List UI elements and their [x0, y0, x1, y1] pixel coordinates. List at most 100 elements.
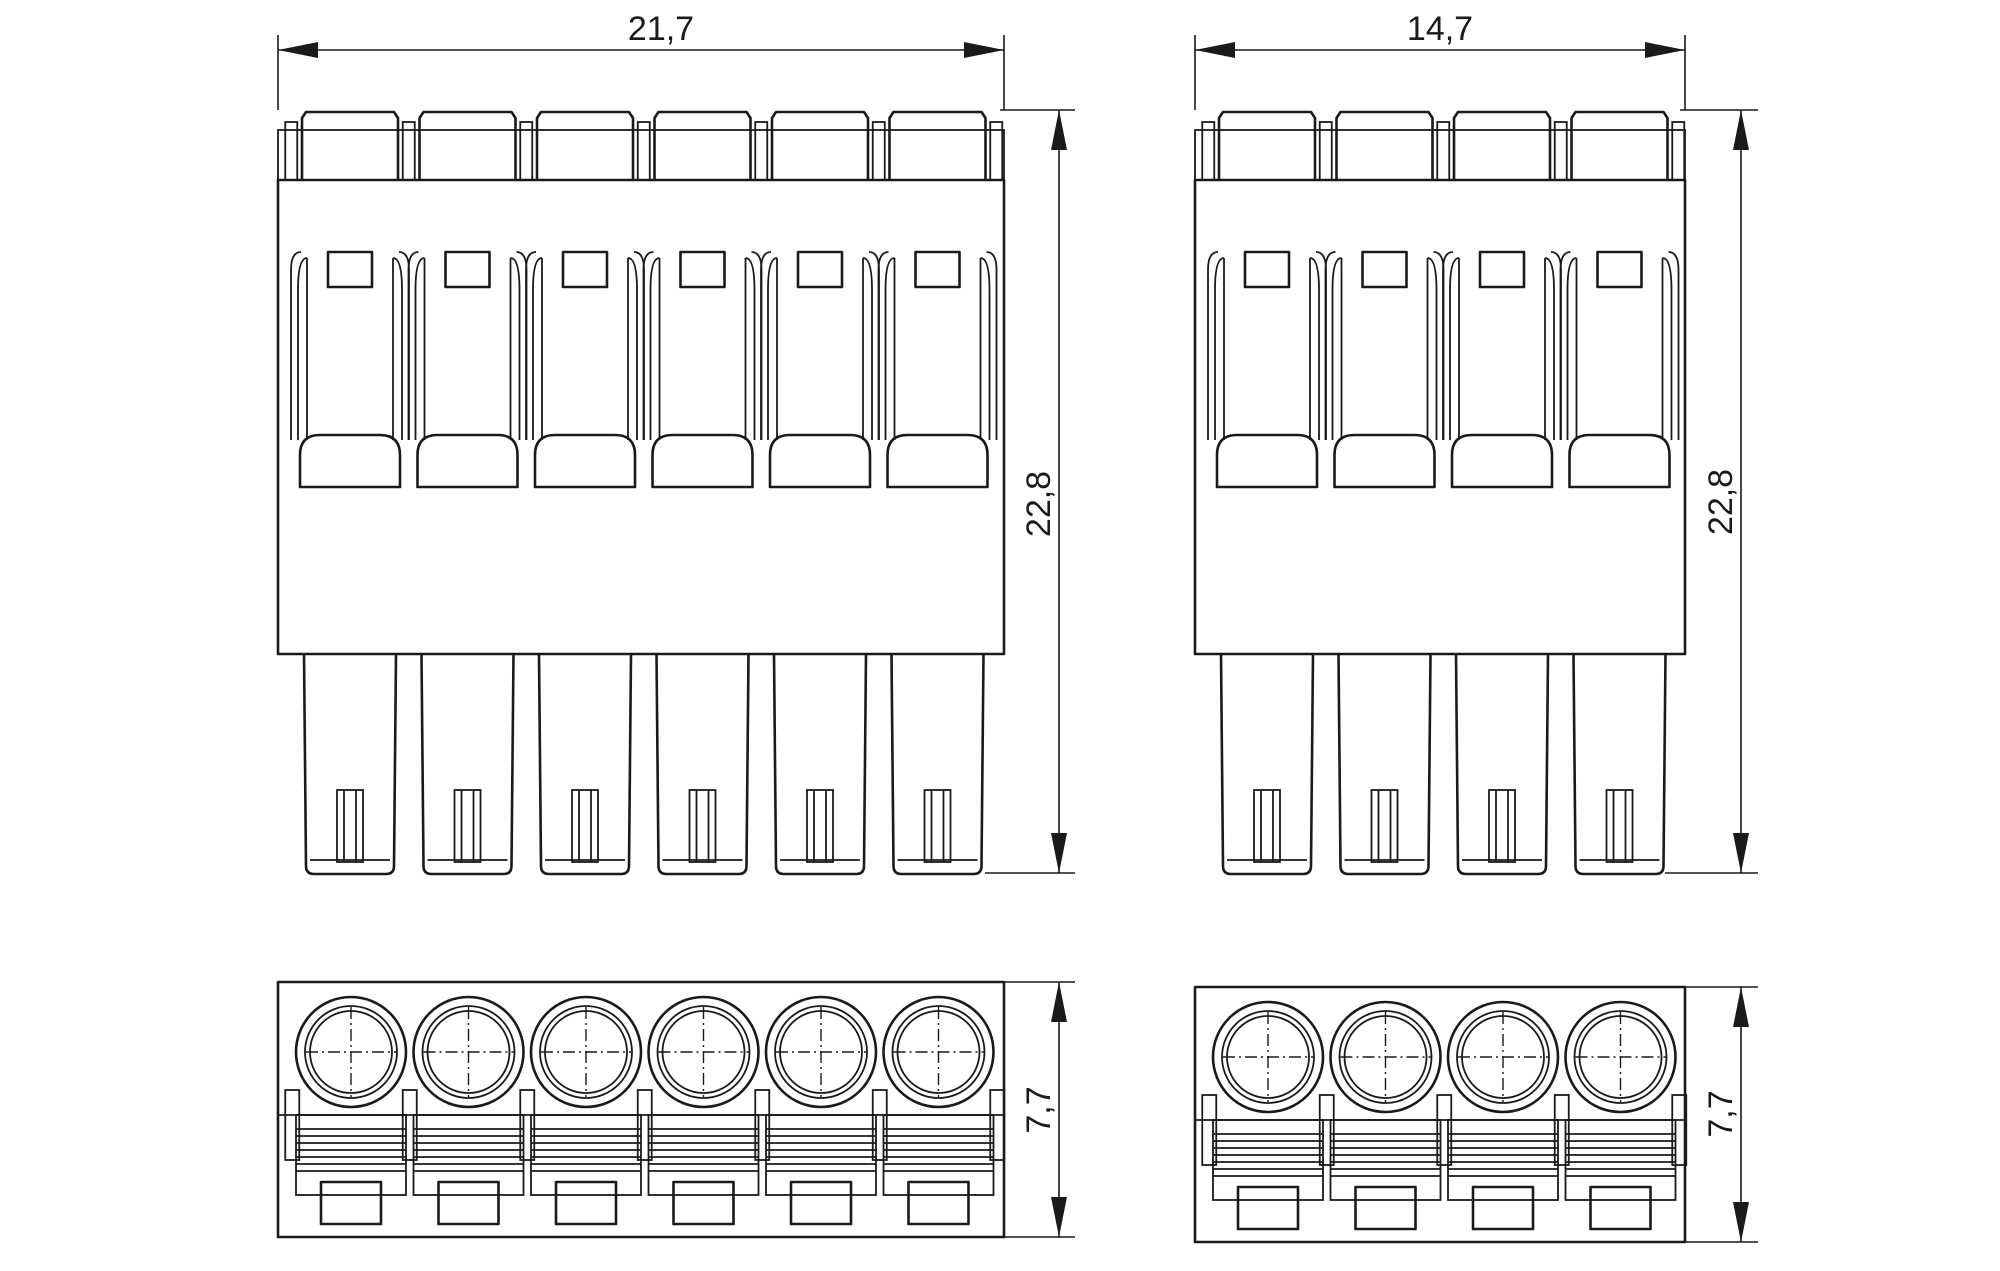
- actuator-pad: [768, 433, 872, 489]
- pole-separator: [401, 1089, 418, 1161]
- pole-separator: [1201, 1094, 1218, 1166]
- slot-wall: [1442, 251, 1562, 440]
- pole-separator: [284, 1089, 301, 1161]
- button-spacer: [1553, 121, 1568, 181]
- latch-window: [1243, 250, 1291, 289]
- actuator-pad: [298, 433, 402, 489]
- wire-entry-inner: [774, 1005, 868, 1099]
- release-button: [1452, 110, 1552, 180]
- wire-entry-outer: [1211, 1000, 1325, 1114]
- pin-slot: [571, 789, 599, 863]
- button-spacer: [871, 121, 886, 181]
- pin-leg: [1454, 653, 1550, 876]
- slot-inner-wall: [532, 257, 638, 440]
- slot-wall: [525, 251, 645, 440]
- wire-entry-outer: [764, 995, 878, 1109]
- bottom-tab: [907, 1180, 970, 1226]
- slot-wall: [1207, 251, 1327, 440]
- pin-slot: [1488, 789, 1516, 863]
- actuator-pad: [886, 433, 989, 489]
- wire-entry-outer: [882, 995, 995, 1109]
- release-button: [535, 110, 635, 180]
- bottom-tab: [789, 1180, 853, 1226]
- wire-entry-outer: [1329, 1000, 1442, 1114]
- six-pole-width-label: 21,7: [628, 10, 694, 48]
- release-button: [1570, 110, 1669, 180]
- actuator-pad: [651, 433, 754, 489]
- button-spacer: [754, 121, 769, 181]
- wire-entry-inner: [304, 1005, 398, 1099]
- slot-inner-wall: [1214, 257, 1320, 440]
- pin-slot: [923, 789, 952, 863]
- pin-leg: [655, 653, 750, 876]
- pole-separator: [1318, 1094, 1335, 1166]
- slot-wall: [760, 251, 880, 440]
- latch-window: [1596, 250, 1643, 289]
- button-spacer: [401, 121, 416, 181]
- pole-separator: [519, 1089, 536, 1161]
- wire-entry-inner: [1573, 1010, 1668, 1104]
- latch-window: [444, 250, 491, 289]
- six-pole-height-dimension: 22,8: [985, 109, 1075, 874]
- wire-entry-outer: [647, 995, 760, 1109]
- actuator-pad: [1568, 433, 1671, 489]
- release-button: [1335, 110, 1434, 180]
- slot-wall: [1559, 251, 1680, 440]
- six-pole-depth-dimension: 7,7: [1004, 981, 1075, 1238]
- latch-window: [914, 250, 961, 289]
- four-pole-width-dimension: 14,7: [1194, 10, 1686, 110]
- pole-separator: [871, 1089, 888, 1161]
- pin-slot: [1253, 789, 1281, 863]
- top-rail: [1194, 129, 1686, 181]
- actuator-pad: [533, 433, 637, 489]
- slot-inner-wall: [1566, 257, 1673, 440]
- pole-separator: [1553, 1094, 1570, 1166]
- actuator-pad: [1450, 433, 1554, 489]
- latch-window: [326, 250, 374, 289]
- four-pole-width-label: 14,7: [1407, 10, 1473, 48]
- button-spacer: [1436, 121, 1451, 181]
- release-button: [770, 110, 870, 180]
- wire-entry-outer: [529, 995, 643, 1109]
- slot-inner-wall: [884, 257, 991, 440]
- pin-leg: [1337, 653, 1432, 876]
- wire-entry-inner: [539, 1005, 633, 1099]
- slot-inner-wall: [1331, 257, 1438, 440]
- pole-separator: [989, 1089, 1006, 1161]
- release-button: [300, 110, 400, 180]
- pin-slot: [453, 789, 482, 863]
- actuator-pad: [416, 433, 519, 489]
- pin-leg: [890, 653, 985, 876]
- slot-wall: [642, 251, 763, 440]
- six-pole-width-dimension: 21,7: [277, 10, 1005, 110]
- pin-leg: [302, 653, 398, 876]
- wire-entry-inner: [656, 1005, 751, 1099]
- pole-separator: [1671, 1094, 1688, 1166]
- button-spacer: [636, 121, 651, 181]
- button-spacer: [1671, 121, 1686, 181]
- pin-slot: [1605, 789, 1634, 863]
- wire-entry-outer: [294, 995, 408, 1109]
- four-pole-front-view: [1193, 110, 1687, 876]
- pole-separator: [1436, 1094, 1453, 1166]
- four-pole-height-dimension: 22,8: [1665, 109, 1758, 874]
- six-pole-front-view: [276, 110, 1006, 876]
- wire-entry-outer: [412, 995, 525, 1109]
- wire-entry-inner: [1338, 1010, 1433, 1104]
- wire-entry-inner: [1221, 1010, 1315, 1104]
- pin-slot: [806, 789, 834, 863]
- wire-entry-outer: [1446, 1000, 1560, 1114]
- bottom-tab: [319, 1180, 383, 1226]
- wire-entry-inner: [421, 1005, 516, 1099]
- bottom-tab: [1471, 1185, 1535, 1231]
- slot-inner-wall: [767, 257, 873, 440]
- slot-wall: [1324, 251, 1445, 440]
- bottom-tab: [1589, 1185, 1652, 1231]
- bottom-tab: [672, 1180, 735, 1226]
- button-spacer: [519, 121, 534, 181]
- slot-wall: [407, 251, 528, 440]
- button-spacer: [989, 121, 1004, 181]
- four-pole-depth-label: 7,7: [1702, 1090, 1740, 1137]
- pin-slot: [1370, 789, 1399, 863]
